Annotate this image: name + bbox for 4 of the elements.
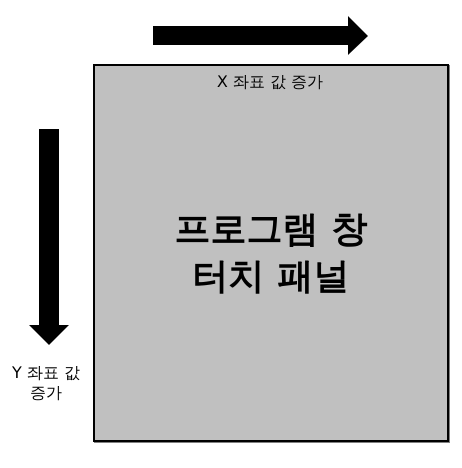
axis-label: Y 좌표 값 증가	[11, 363, 81, 403]
axis-label: X 좌표 값 증가	[216, 72, 324, 92]
panel-title: 프로그램 창 터치 패널	[174, 208, 368, 299]
window-panel	[93, 64, 449, 442]
